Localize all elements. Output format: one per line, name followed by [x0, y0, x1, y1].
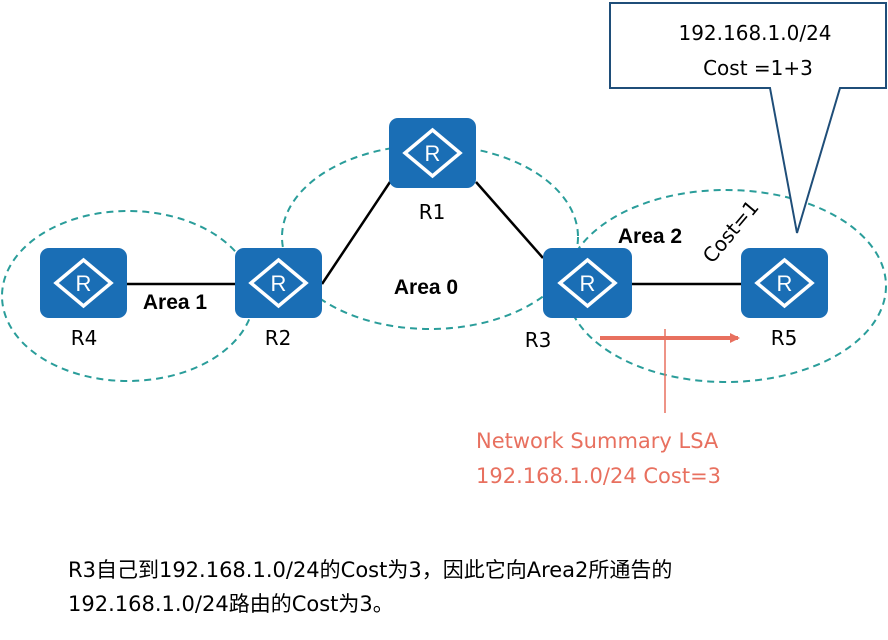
router-glyph: R [580, 271, 596, 296]
callout-line-2: Cost =1+3 [703, 56, 813, 80]
callout-line-1: 192.168.1.0/24 [678, 21, 831, 45]
router-label-r5: R5 [771, 326, 798, 350]
router-r2[interactable]: R [235, 248, 322, 318]
router-label-r3: R3 [525, 328, 552, 352]
caption-line-1: R3自己到192.168.1.0/24的Cost为3，因此它向Area2所通告的 [68, 558, 673, 582]
area-2-label: Area 2 [618, 225, 682, 248]
area-1-label: Area 1 [143, 291, 208, 314]
router-label-r1: R1 [419, 200, 446, 224]
area-1-boundary [1, 210, 255, 382]
router-r3[interactable]: R [543, 248, 632, 318]
link-r1-r3 [475, 181, 544, 259]
caption-line-2: 192.168.1.0/24路由的Cost为3。 [68, 592, 394, 616]
router-icon [40, 248, 127, 318]
link-r2-r1 [320, 181, 392, 285]
area-0-boundary [281, 144, 579, 330]
router-glyph: R [777, 271, 793, 296]
router-glyph: R [76, 271, 92, 296]
router-label-r2: R2 [265, 326, 292, 350]
lsa-title: Network Summary LSA [476, 429, 719, 453]
caption: R3自己到192.168.1.0/24的Cost为3，因此它向Area2所通告的… [68, 553, 868, 621]
router-icon [235, 248, 322, 318]
lsa-detail: 192.168.1.0/24 Cost=3 [476, 464, 721, 488]
callout-box [609, 2, 887, 234]
router-r1[interactable]: R [389, 118, 476, 188]
router-icon [543, 248, 632, 318]
router-icon [389, 118, 476, 188]
router-label-r4: R4 [71, 326, 98, 350]
router-glyph: R [425, 141, 441, 166]
router-r5[interactable]: R [741, 248, 828, 318]
router-icon [741, 248, 828, 318]
area-0-label: Area 0 [394, 276, 458, 299]
router-r4[interactable]: R [40, 248, 127, 318]
router-glyph: R [271, 271, 287, 296]
